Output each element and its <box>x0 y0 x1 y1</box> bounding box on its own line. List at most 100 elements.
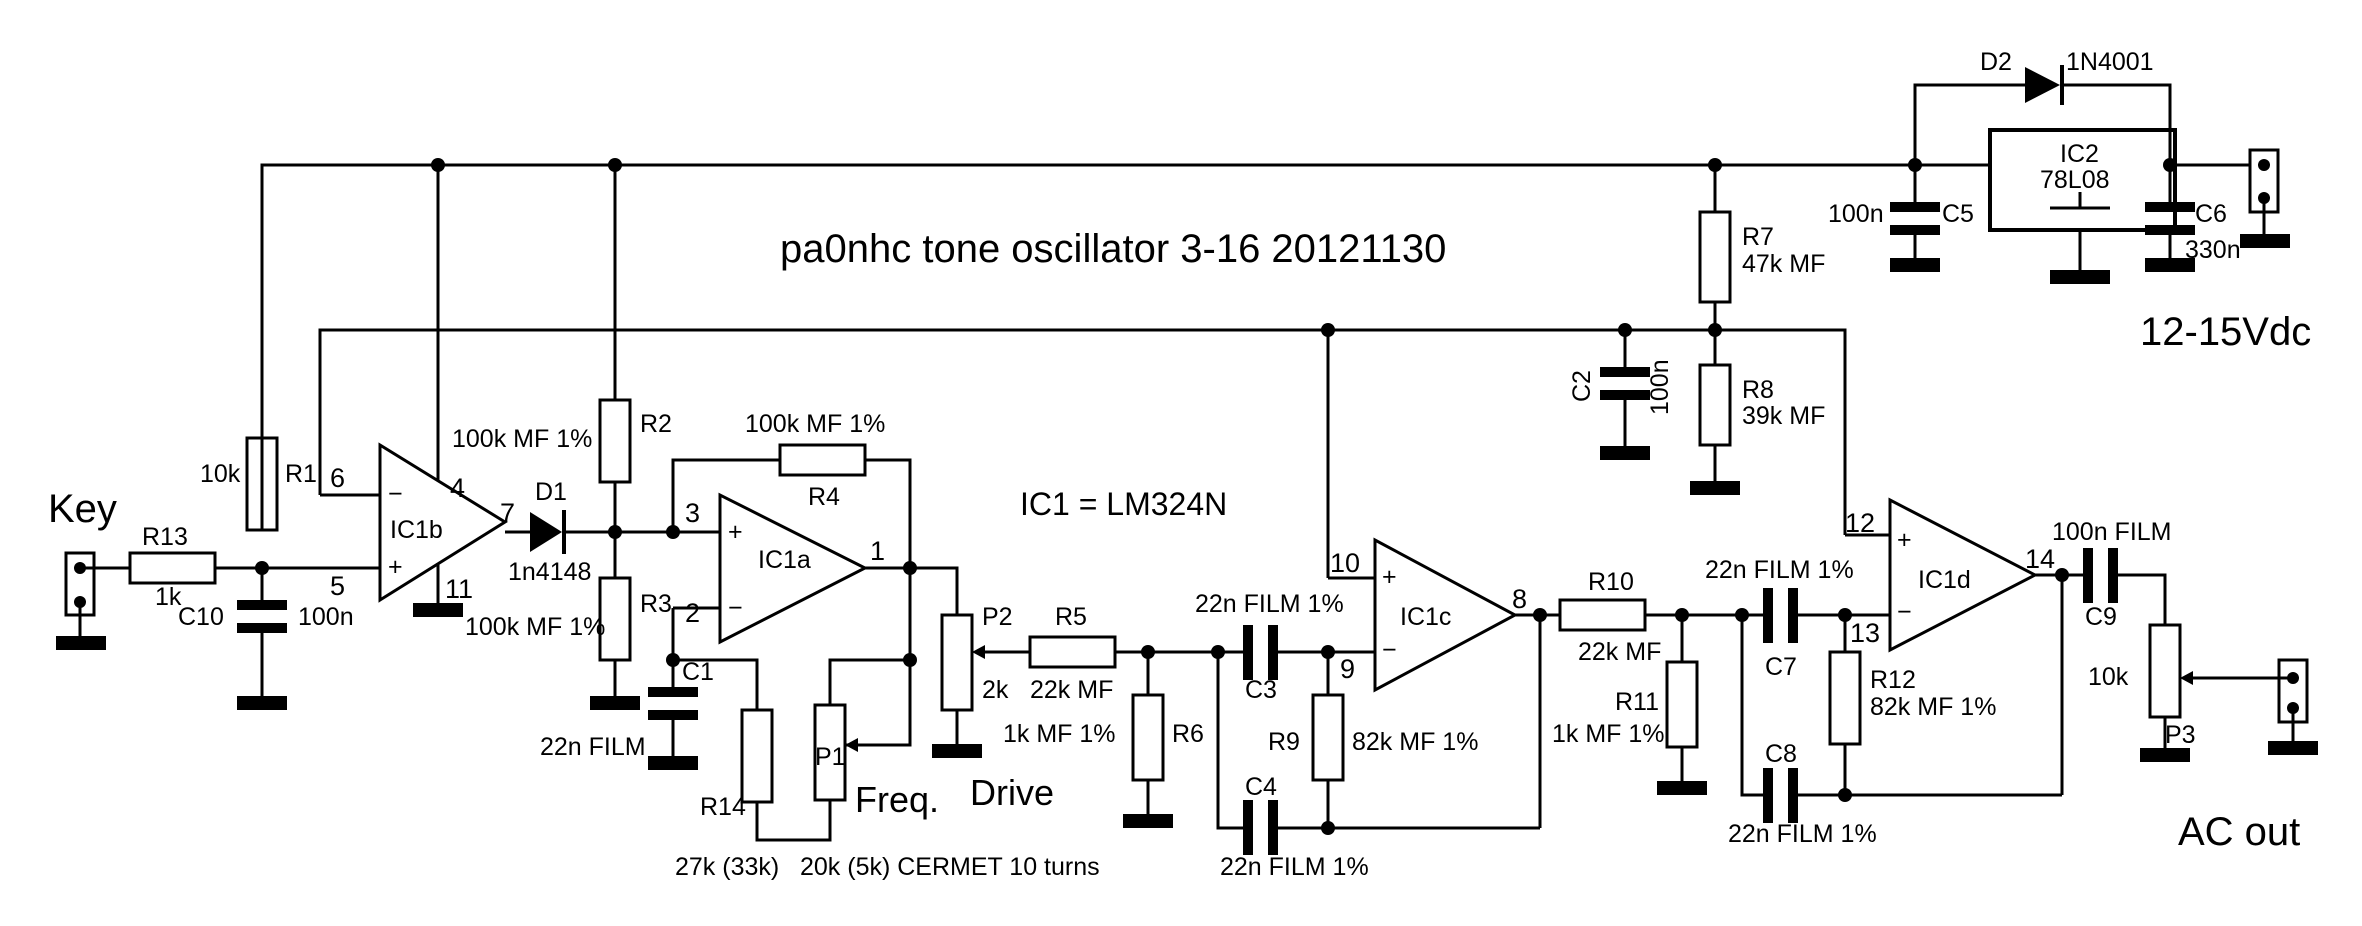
p3-label: P3 <box>2165 721 2196 749</box>
p2-function: Drive <box>970 772 1054 813</box>
r6-value: 1k MF 1% <box>1003 720 1116 748</box>
r7-resistor <box>1698 210 1732 304</box>
p2-value: 2k <box>982 676 1009 704</box>
drive-section: P2 2k Drive R5 22k MF R6 1k MF 1% <box>932 603 1245 828</box>
ic1b-plus: + <box>388 553 403 581</box>
pin-10: 10 <box>1330 548 1360 578</box>
c7-label: C7 <box>1765 653 1797 681</box>
r10-value: 22k MF <box>1578 638 1661 666</box>
d1-value: 1n4148 <box>508 558 591 586</box>
d2-value: 1N4001 <box>2066 48 2154 76</box>
pin-2: 2 <box>685 598 700 628</box>
ic1a-label: IC1a <box>758 546 811 574</box>
r1-resistor <box>245 436 279 532</box>
r8-resistor <box>1698 363 1732 447</box>
r3-value: 100k MF 1% <box>465 613 605 641</box>
r8-label: R8 <box>1742 376 1774 404</box>
ic2-regulator <box>1988 128 2177 232</box>
ic1b-opamp: IC1b − + 6 5 4 7 11 D1 1n4148 <box>320 442 690 617</box>
ic1c-plus: + <box>1382 563 1397 591</box>
pin-8: 8 <box>1512 584 1527 614</box>
r14-resistor <box>740 708 774 804</box>
pin-6: 6 <box>330 463 345 493</box>
pin-13: 13 <box>1850 618 1880 648</box>
r6-resistor <box>1131 693 1165 782</box>
r14-label: R14 <box>700 793 746 821</box>
supply-rail <box>260 158 1922 530</box>
d1-diode <box>530 512 562 552</box>
r14-value: 27k (33k) <box>675 853 779 881</box>
pin-5: 5 <box>330 571 345 601</box>
p3-potentiometer[interactable] <box>2148 623 2182 719</box>
c9-label: C9 <box>2085 603 2117 631</box>
ic1d-minus: − <box>1897 598 1912 626</box>
ic-note: IC1 = LM324N <box>1020 486 1227 522</box>
p1-value: 20k (5k) CERMET 10 turns <box>800 853 1100 881</box>
ic1d-plus: + <box>1897 526 1912 554</box>
r12-value: 82k MF 1% <box>1870 693 1996 721</box>
ic1c-minus: − <box>1382 636 1397 664</box>
c6-value: 330n <box>2185 236 2241 264</box>
regulator-section: IC2 78L08 D2 1N4001 C5 100n C6 330n <box>1828 48 2311 354</box>
c8-value: 22n FILM 1% <box>1728 820 1877 848</box>
ic2-label: IC2 <box>2060 140 2099 168</box>
r1-label: R1 <box>285 460 317 488</box>
c2-label: C2 <box>1568 370 1596 402</box>
p3-value: 10k <box>2088 663 2129 691</box>
r12-label: R12 <box>1870 666 1916 694</box>
r7-label: R7 <box>1742 223 1774 251</box>
c1-label: C1 <box>682 658 714 686</box>
ic1a-plus: + <box>728 518 743 546</box>
c3-label: C3 <box>1245 676 1277 704</box>
r11-value: 1k MF 1% <box>1552 720 1665 748</box>
c4-value: 22n FILM 1% <box>1220 853 1369 881</box>
p1-function: Freq. <box>855 779 939 820</box>
pin-4: 4 <box>450 473 465 503</box>
ic1b-minus: − <box>388 480 403 508</box>
pin-7: 7 <box>500 498 515 528</box>
r13-value: 1k <box>155 583 182 611</box>
c6-label: C6 <box>2195 200 2227 228</box>
ac-out-label: AC out <box>2178 810 2300 854</box>
bias-divider: R7 47k MF R8 39k MF C2 100n <box>1568 210 1825 495</box>
c3-value: 22n FILM 1% <box>1195 590 1344 618</box>
p2-potentiometer[interactable] <box>940 613 974 712</box>
ic1a-section: R2 100k MF 1% R3 100k MF 1% IC1a + − 3 2… <box>452 398 1100 881</box>
r3-label: R3 <box>640 590 672 618</box>
r5-value: 22k MF <box>1030 676 1113 704</box>
c1-value: 22n FILM <box>540 733 646 761</box>
c4-label: C4 <box>1245 773 1277 801</box>
key-label: Key <box>48 487 117 531</box>
pin-14: 14 <box>2025 544 2055 574</box>
p2-label: P2 <box>982 603 1013 631</box>
r10-label: R10 <box>1588 568 1634 596</box>
p1-label: P1 <box>815 743 846 771</box>
r9-label: R9 <box>1268 728 1300 756</box>
r11-label: R11 <box>1615 688 1659 716</box>
ic1c-section: C3 22n FILM 1% C4 22n FILM 1% R9 82k MF … <box>1195 537 1560 881</box>
ic1d-label: IC1d <box>1918 566 1971 594</box>
r9-value: 82k MF 1% <box>1352 728 1478 756</box>
pin-12: 12 <box>1845 508 1875 538</box>
r6-label: R6 <box>1172 720 1204 748</box>
r1-value: 10k <box>200 460 241 488</box>
r4-resistor <box>778 443 867 477</box>
r5-resistor <box>1028 635 1117 669</box>
pin-11: 11 <box>445 574 473 604</box>
c10-value: 100n <box>298 603 354 631</box>
c7-value: 22n FILM 1% <box>1705 556 1854 584</box>
d2-diode <box>2025 67 2060 103</box>
c5-label: C5 <box>1942 200 1974 228</box>
ic1d-section: R10 22k MF R11 1k MF 1% C7 22n FILM 1% C… <box>1552 497 2318 854</box>
pin-1: 1 <box>870 536 885 566</box>
c5-value: 100n <box>1828 200 1884 228</box>
r2-label: R2 <box>640 410 672 438</box>
key-input: Key R13 1k 10k R1 C10 100n <box>48 436 380 710</box>
r9-resistor <box>1311 693 1345 782</box>
r2-value: 100k MF 1% <box>452 425 592 453</box>
d2-label: D2 <box>1980 48 2012 76</box>
schematic-title: pa0nhc tone oscillator 3-16 20121130 <box>780 227 1446 271</box>
ic1b-label: IC1b <box>390 516 443 544</box>
p1-potentiometer[interactable] <box>813 703 847 802</box>
